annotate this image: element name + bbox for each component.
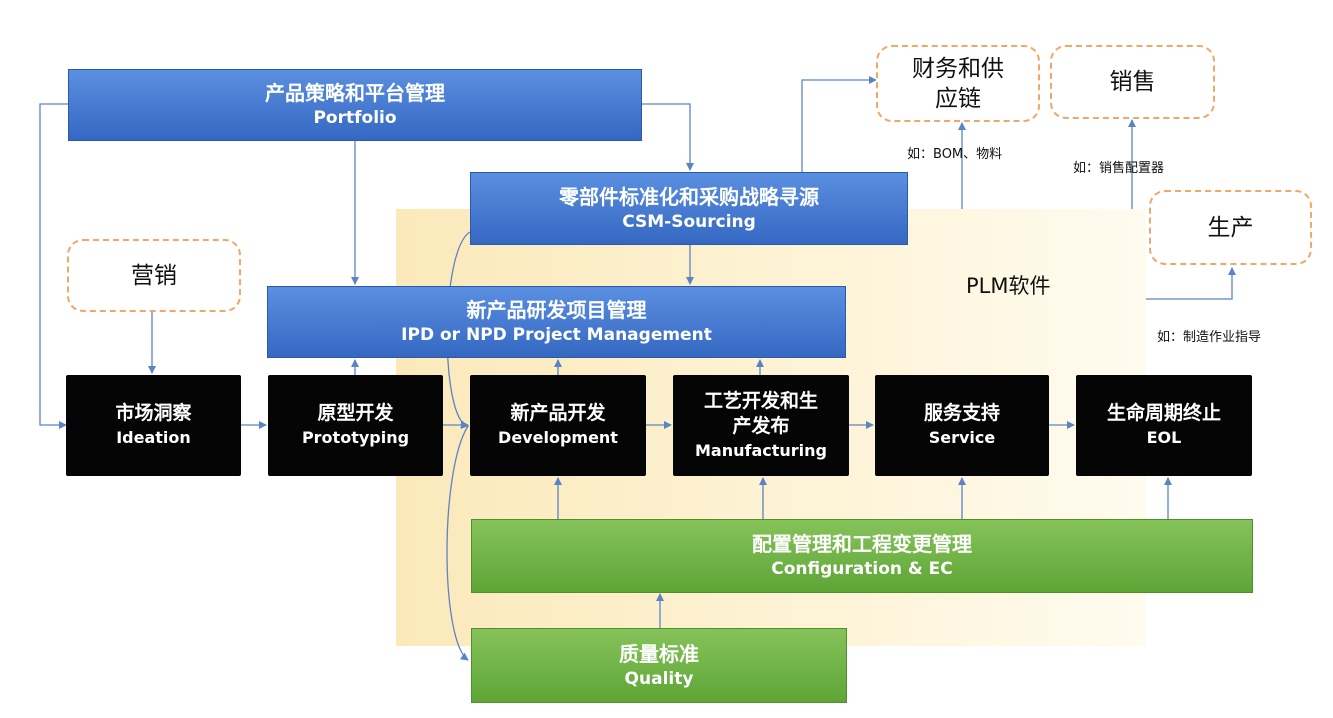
arrow-portfolio-to-ideation (39, 103, 68, 429)
quality-title-cn: 质量标准 (619, 641, 699, 666)
production-note: 如：制造作业指导 (1157, 330, 1262, 345)
stage-label-en: EOL (1146, 428, 1182, 447)
finance-supply-chain-box: 财务和供应链 (876, 45, 1040, 122)
stage-label-cn: 服务支持 (923, 402, 1000, 424)
stage-label-cn: 工艺开发和生产发布 (703, 389, 818, 437)
stage-label-cn: 市场洞察 (115, 402, 192, 424)
stage-label-en: Manufacturing (695, 440, 827, 460)
stage-manufacturing: 工艺开发和生产发布 Manufacturing (673, 375, 849, 476)
finance-note: 如：BOM、物料 (907, 147, 1003, 162)
quality-title-en: Quality (624, 668, 694, 689)
stage-label-en: Development (498, 428, 618, 447)
stage-label-en: Ideation (116, 428, 191, 447)
portfolio-box: 产品策略和平台管理 Portfolio (68, 69, 642, 141)
quality-box: 质量标准 Quality (471, 628, 847, 703)
production-box: 生产 (1149, 190, 1312, 265)
stage-label-en: Prototyping (301, 428, 410, 447)
arrow-portfolio-to-csm (642, 103, 694, 171)
stage-development: 新产品开发 Development (470, 375, 646, 476)
csm-title-en: CSM-Sourcing (622, 211, 756, 232)
stage-label-cn: 生命周期终止 (1106, 402, 1221, 424)
portfolio-title-cn: 产品策略和平台管理 (265, 81, 445, 105)
plm-software-label: PLM软件 (966, 274, 1051, 298)
stage-service: 服务支持 Service (875, 375, 1049, 476)
config-title-cn: 配置管理和工程变更管理 (752, 532, 972, 556)
portfolio-title-en: Portfolio (313, 108, 397, 128)
config-title-en: Configuration & EC (771, 559, 953, 579)
marketing-box: 营销 (67, 239, 241, 312)
stage-ideation: 市场洞察 Ideation (66, 375, 241, 476)
stage-label-cn: 原型开发 (317, 402, 394, 424)
ipd-title-cn: 新产品研发项目管理 (466, 298, 647, 322)
stage-prototyping: 原型开发 Prototyping (268, 375, 443, 476)
csm-sourcing-box: 零部件标准化和采购战略寻源 CSM-Sourcing (470, 172, 908, 245)
arrow-csm-to-finance (801, 76, 877, 172)
ipd-project-management-box: 新产品研发项目管理 IPD or NPD Project Management (267, 286, 846, 358)
stage-label-cn: 新产品开发 (510, 402, 606, 424)
sales-box: 销售 (1050, 45, 1215, 119)
stage-label-en: Service (928, 428, 996, 447)
sales-note: 如：销售配置器 (1073, 161, 1165, 176)
csm-title-cn: 零部件标准化和采购战略寻源 (559, 184, 819, 209)
arrow-development-to-quality (446, 425, 469, 661)
stage-eol: 生命周期终止 EOL (1076, 375, 1252, 476)
arrow-plm-to-production (1146, 267, 1236, 300)
ipd-title-en: IPD or NPD Project Management (401, 325, 712, 345)
configuration-ec-box: 配置管理和工程变更管理 Configuration & EC (471, 519, 1253, 593)
